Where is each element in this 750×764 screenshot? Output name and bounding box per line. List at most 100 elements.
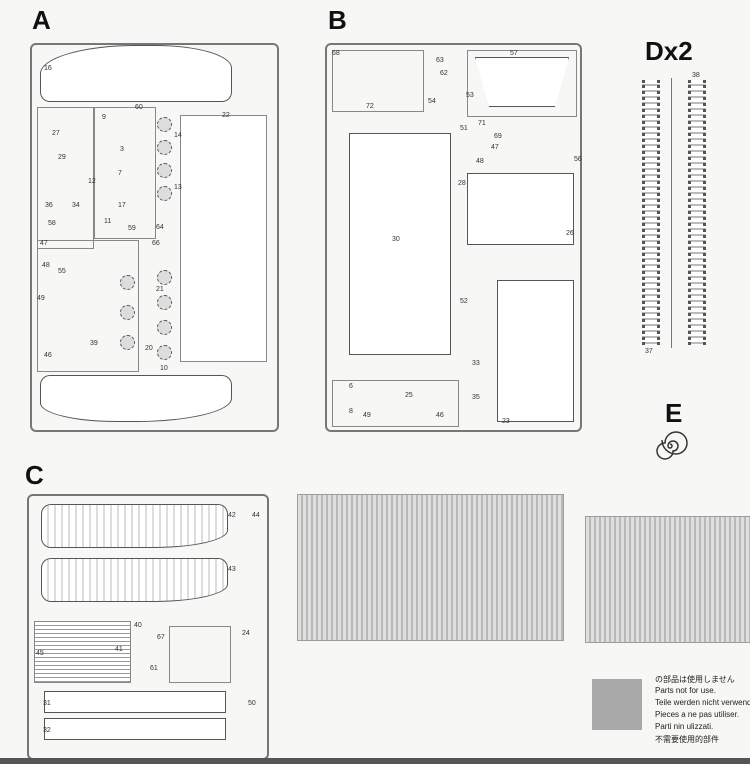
track-part xyxy=(688,80,706,345)
legend-text-german: Teile werden nicht verwendet. xyxy=(655,698,750,707)
hull-side-part xyxy=(40,375,232,422)
part-number: 31 xyxy=(43,700,51,707)
part-number: 44 xyxy=(252,512,260,519)
part-number: 21 xyxy=(156,286,164,293)
plate-part xyxy=(44,718,226,740)
part-number: 9 xyxy=(102,114,106,121)
plate-part xyxy=(180,115,267,362)
road-wheel xyxy=(157,163,172,178)
legend-text-french: Pieces a ne pas utiliser. xyxy=(655,710,740,719)
part-number: 3 xyxy=(120,146,124,153)
sprue-a xyxy=(30,43,279,432)
part-number: 61 xyxy=(150,665,158,672)
part-number: 55 xyxy=(58,268,66,275)
part-number: 47 xyxy=(491,144,499,151)
road-wheel xyxy=(157,117,172,132)
part-number: 51 xyxy=(460,125,468,132)
part-number: 46 xyxy=(436,412,444,419)
part-number: 30 xyxy=(392,236,400,243)
hull-top-part xyxy=(349,133,451,355)
part-number: 38 xyxy=(692,72,700,79)
part-number: 66 xyxy=(152,240,160,247)
part-number: 26 xyxy=(566,230,574,237)
sprue-frame xyxy=(37,107,94,249)
part-number: 53 xyxy=(466,92,474,99)
part-number: 40 xyxy=(134,622,142,629)
sprue-e-label: E xyxy=(665,398,683,428)
hull-side-part xyxy=(40,45,232,102)
part-number: 22 xyxy=(222,112,230,119)
part-number: 48 xyxy=(476,158,484,165)
sprue-frame xyxy=(94,107,156,239)
part-number: 24 xyxy=(242,630,250,637)
part-number: 35 xyxy=(472,394,480,401)
unused-figure-sprue xyxy=(297,494,564,641)
part-number: 47 xyxy=(40,240,48,247)
road-wheel xyxy=(157,345,172,360)
part-number: 29 xyxy=(58,154,66,161)
sprue-a-label: A xyxy=(32,5,51,35)
legend-text-chinese: 不需要使用的部件 xyxy=(655,735,719,744)
part-number: 63 xyxy=(436,57,444,64)
unused-parts-swatch xyxy=(592,679,642,730)
part-number: 36 xyxy=(45,202,53,209)
sprue-frame xyxy=(37,240,139,372)
part-number: 50 xyxy=(248,700,256,707)
road-wheel xyxy=(120,275,135,290)
sprue-c-label: C xyxy=(25,460,44,490)
part-number: 62 xyxy=(440,70,448,77)
part-number: 54 xyxy=(428,98,436,105)
part-number: 20 xyxy=(145,345,153,352)
part-number: 33 xyxy=(472,360,480,367)
antenna-spiral-part xyxy=(656,431,688,460)
hull-side-part xyxy=(41,558,228,602)
part-number: 34 xyxy=(72,202,80,209)
part-number: 57 xyxy=(510,50,518,57)
part-number: 46 xyxy=(44,352,52,359)
part-number: 12 xyxy=(88,178,96,185)
part-number: 48 xyxy=(42,262,50,269)
part-number: 60 xyxy=(135,104,143,111)
plate-part xyxy=(44,691,226,713)
sprue-c xyxy=(27,494,269,760)
part-number: 56 xyxy=(574,156,582,163)
part-number: 67 xyxy=(157,634,165,641)
part-number: 17 xyxy=(118,202,126,209)
part-number: 8 xyxy=(349,408,353,415)
road-wheel xyxy=(120,335,135,350)
part-number: 32 xyxy=(43,727,51,734)
plate-part xyxy=(497,280,574,422)
unused-figure-sprue xyxy=(585,516,750,643)
sprue-frame xyxy=(169,626,231,683)
sprue-d-label: Dx2 xyxy=(645,36,693,66)
part-number: 23 xyxy=(502,418,510,425)
part-number: 6 xyxy=(349,383,353,390)
part-number: 10 xyxy=(160,365,168,372)
sprue-frame xyxy=(332,380,459,427)
road-wheel xyxy=(157,320,172,335)
legend-text-english: Parts not for use. xyxy=(655,686,716,695)
grille-part xyxy=(34,621,131,683)
road-wheel xyxy=(157,270,172,285)
part-number: 71 xyxy=(478,120,486,127)
road-wheel xyxy=(157,140,172,155)
track-part xyxy=(642,80,660,345)
plate-part xyxy=(475,57,569,107)
part-number: 28 xyxy=(458,180,466,187)
part-number: 45 xyxy=(36,650,44,657)
part-number: 49 xyxy=(363,412,371,419)
part-number: 41 xyxy=(115,646,123,653)
hull-side-part xyxy=(41,504,228,548)
part-number: 64 xyxy=(156,224,164,231)
part-number: 11 xyxy=(104,218,112,225)
road-wheel xyxy=(157,186,172,201)
part-number: 37 xyxy=(645,348,653,355)
sprue-b-label: B xyxy=(328,5,347,35)
part-number: 72 xyxy=(366,103,374,110)
sprue-runner xyxy=(671,78,672,348)
road-wheel xyxy=(157,295,172,310)
part-number: 43 xyxy=(228,566,236,573)
road-wheel xyxy=(120,305,135,320)
part-number: 7 xyxy=(118,170,122,177)
